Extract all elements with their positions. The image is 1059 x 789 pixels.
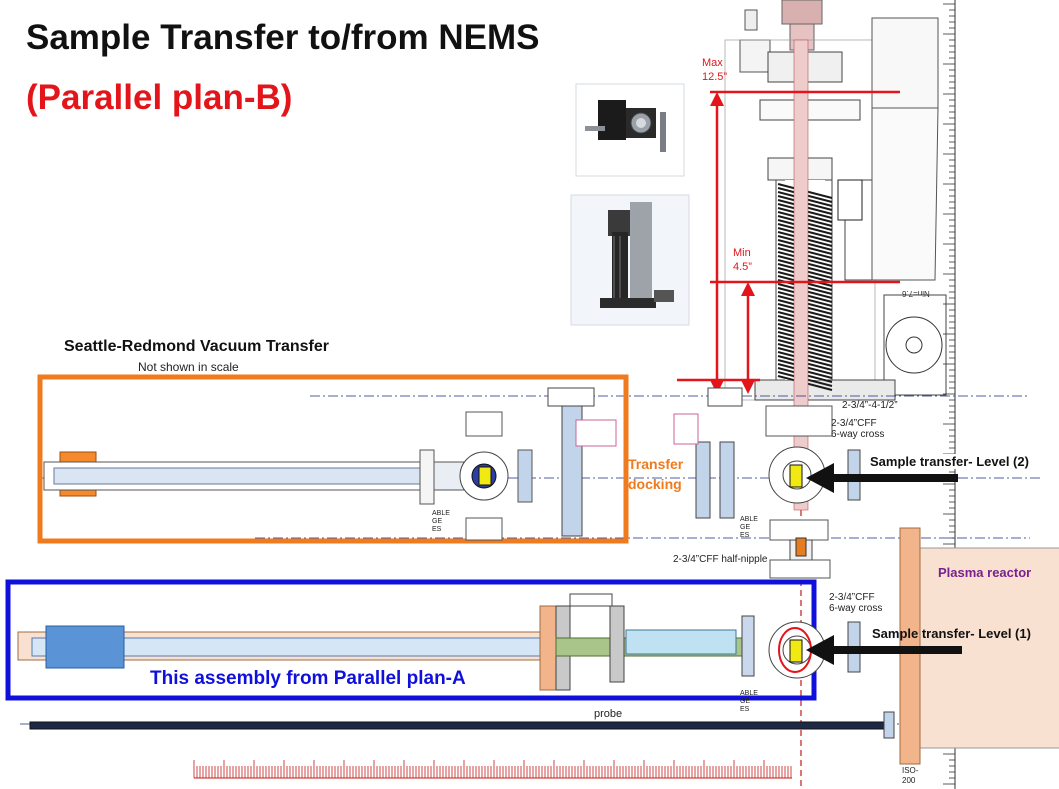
probe-label: probe: [594, 708, 623, 720]
nin-label: Nin=7.6: [902, 289, 930, 298]
max-label: Max 12.5”: [702, 56, 727, 84]
plasma-label: Plasma reactor: [938, 565, 1032, 580]
able-mid-1: ABLE: [740, 516, 758, 523]
seattle-title: Seattle-Redmond Vacuum Transfer: [64, 338, 329, 355]
transfer-docking-parts: [673, 387, 743, 519]
max-label-line1: Max: [702, 57, 723, 69]
cross-lower-line1: 2-3/4”CFF: [829, 592, 875, 603]
upper-cross: [765, 405, 861, 579]
able-mid-3: ES: [740, 532, 750, 539]
iso-label: ISO- 200: [902, 766, 918, 786]
able-label-low: ABLE GE ES: [740, 690, 758, 714]
photo-top-device: [585, 100, 666, 152]
seattle-rod-assembly: [43, 387, 617, 541]
able-low-3: ES: [740, 706, 750, 713]
able-left-1: ABLE: [432, 510, 450, 517]
arrow-left-icon: [806, 635, 962, 665]
able-low-2: GE: [740, 698, 751, 705]
able-left-3: ES: [432, 526, 442, 533]
cross-lower-label: 2-3/4”CFF 6-way cross: [829, 592, 882, 614]
min-label: Min 4.5”: [733, 246, 752, 274]
iso-line1: ISO-: [902, 766, 919, 775]
seattle-note: Not shown in scale: [138, 360, 239, 374]
transfer-docking-line2: docking: [628, 476, 682, 492]
min-label-line2: 4.5”: [733, 261, 752, 273]
max-label-line2: 12.5”: [702, 71, 728, 83]
transfer-rod: [793, 39, 809, 511]
cross-lower-line2: 6-way cross: [829, 603, 883, 614]
seattle-transfer-box: [37, 374, 629, 544]
level2-label: Sample transfer- Level (2): [870, 454, 1029, 469]
double-arrow-icon: [710, 92, 755, 394]
probe-rod: [29, 721, 887, 730]
dimension-lines: [677, 90, 900, 390]
cff-top-label: 2-3/4”-4-1/2”: [842, 400, 898, 411]
able-low-1: ABLE: [740, 690, 758, 697]
able-mid-2: GE: [740, 524, 751, 531]
able-label-mid: ABLE GE ES: [740, 516, 758, 540]
cross-upper-line2: 6-way cross: [831, 429, 885, 440]
assembly-label: This assembly from Parallel plan-A: [150, 668, 466, 689]
cross-upper-line1: 2-3/4”CFF: [831, 418, 877, 429]
able-label-left: ABLE GE ES: [432, 510, 450, 534]
page-subtitle: (Parallel plan-B): [26, 78, 293, 117]
min-label-line1: Min: [733, 247, 751, 259]
probe-end: [883, 711, 895, 739]
iso-line2: 200: [902, 776, 916, 785]
bottom-ruler: [193, 760, 792, 779]
able-left-2: GE: [432, 518, 443, 525]
photo-bottom-device: [600, 202, 674, 308]
plan-a-rod-assembly: [17, 593, 861, 691]
transfer-docking-line1: Transfer: [628, 456, 684, 472]
arrow-left-icon: [806, 463, 958, 493]
cross-upper-label: 2-3/4”CFF 6-way cross: [831, 418, 884, 440]
manipulator-column: [724, 0, 947, 401]
level1-label: Sample transfer- Level (1): [872, 626, 1031, 641]
half-nipple-label: 2-3/4”CFF half-nipple: [673, 554, 768, 565]
page-title: Sample Transfer to/from NEMS: [26, 18, 540, 57]
transfer-docking-label: Transfer docking: [628, 454, 683, 494]
